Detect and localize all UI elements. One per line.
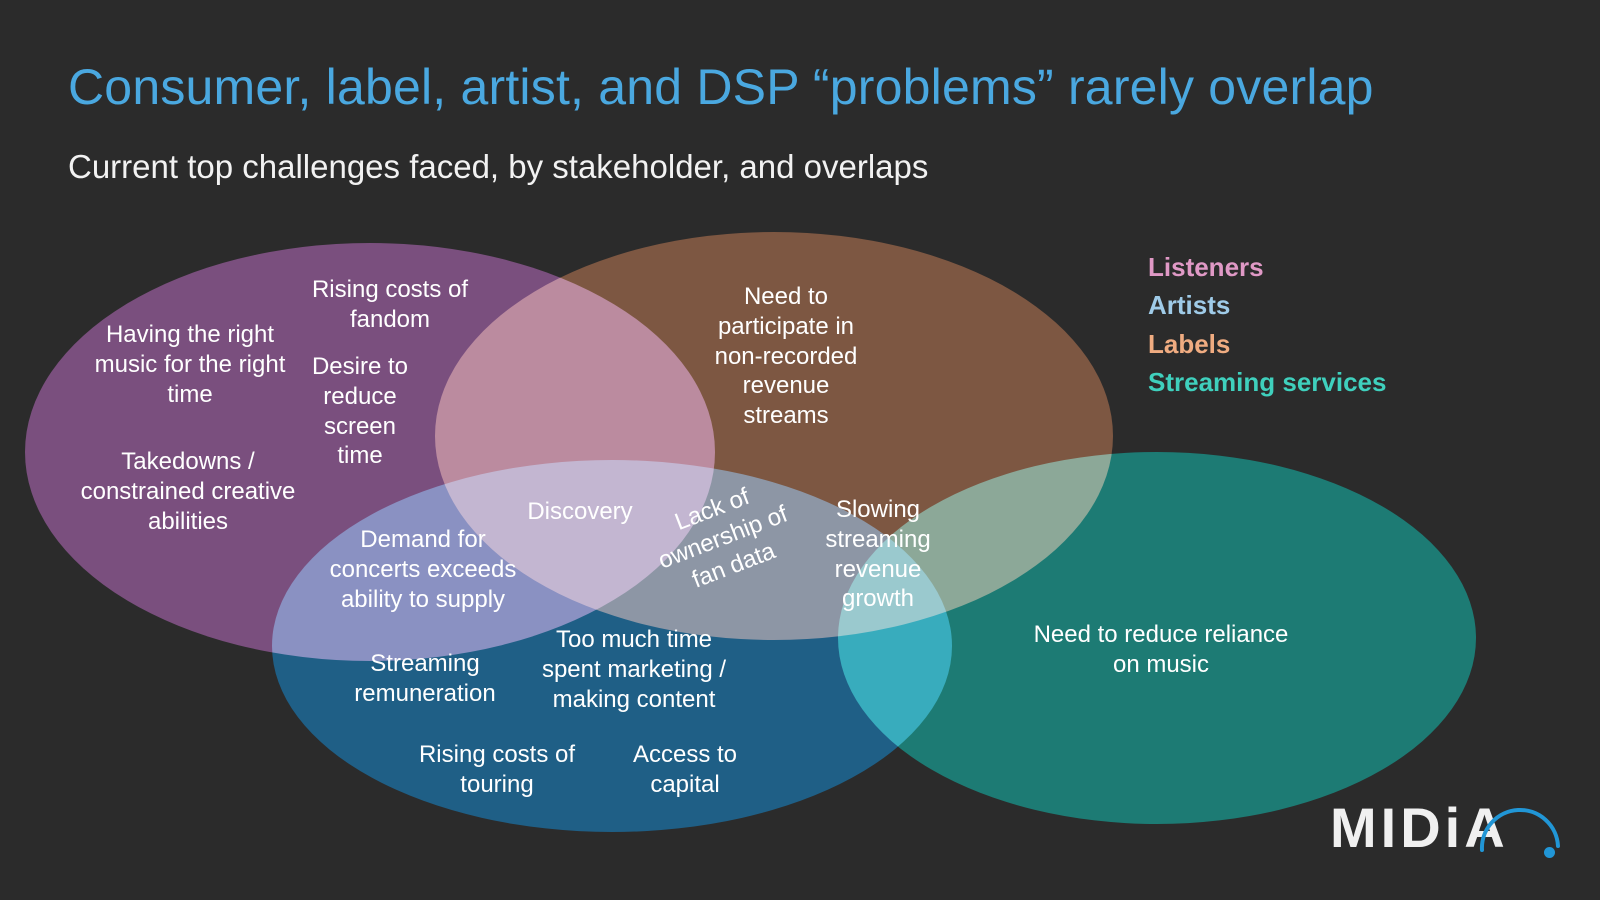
page-subtitle: Current top challenges faced, by stakeho…: [68, 148, 929, 185]
page-title: Consumer, label, artist, and DSP “proble…: [68, 59, 1374, 115]
legend-item-labels[interactable]: Labels: [1148, 328, 1231, 359]
logo-text-i: i: [1444, 796, 1465, 859]
midia-logo-wordmark: MIDiA: [1330, 800, 1509, 856]
venn-ellipse-streaming[interactable]: [838, 452, 1476, 824]
legend-item-listeners[interactable]: Listeners: [1148, 252, 1264, 282]
logo-text-a: A: [1464, 796, 1509, 859]
midia-logo[interactable]: MIDiA: [1330, 800, 1570, 872]
legend-item-artists[interactable]: Artists: [1148, 290, 1231, 321]
legend-item-streaming-services[interactable]: Streaming services: [1148, 367, 1387, 398]
logo-text-mid: MID: [1330, 796, 1445, 859]
logo-arc-icon: [1479, 808, 1560, 852]
logo-dot-icon: [1544, 847, 1555, 858]
legend: Listeners Artists Labels Streaming servi…: [1148, 248, 1386, 402]
